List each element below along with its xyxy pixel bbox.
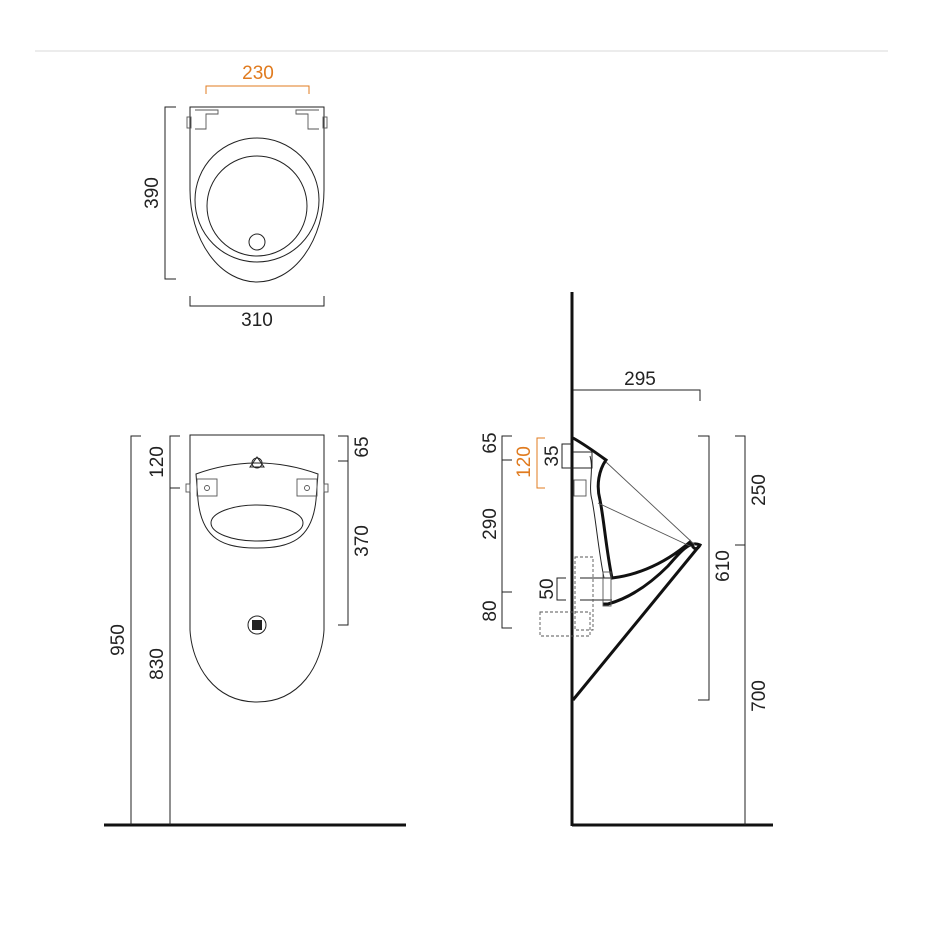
top-view-bracket-left <box>195 109 219 130</box>
dim-side-80: 80 <box>480 600 501 621</box>
dim-line-310 <box>189 296 325 307</box>
top-view-bowl-inner <box>206 155 308 257</box>
dim-700: 700 <box>749 680 770 712</box>
front-view-outlet <box>252 620 262 630</box>
dim-side-65: 65 <box>480 432 501 453</box>
dim-line-390 <box>164 106 176 280</box>
dim-line-230 <box>205 85 310 94</box>
side-view-wall-box <box>574 556 594 631</box>
front-view: 950 120 830 65 370 <box>104 434 406 827</box>
dim-line-side-35 <box>561 443 572 469</box>
dim-line-side-65 <box>501 435 512 461</box>
side-view-shell <box>572 436 703 606</box>
front-view-bracket-left <box>196 478 218 497</box>
dim-line-295 <box>573 389 701 401</box>
dim-370: 370 <box>352 525 373 557</box>
side-view-inlet <box>573 451 593 469</box>
front-view-spray-nozzle <box>249 456 265 468</box>
front-view-stud-left <box>185 483 191 493</box>
side-view-spray-line-2 <box>597 502 693 548</box>
dim-line-120 <box>169 435 180 489</box>
dim-250: 250 <box>749 474 770 506</box>
side-view-inner-wall <box>589 455 605 579</box>
dim-390: 390 <box>142 177 163 209</box>
front-view-bowl <box>210 504 304 542</box>
dim-line-side-120 <box>536 437 545 489</box>
dim-side-290: 290 <box>480 508 501 540</box>
dim-230: 230 <box>242 63 274 84</box>
dim-120: 120 <box>147 446 168 478</box>
dim-line-610 <box>698 435 710 701</box>
front-view-screw-left <box>204 485 210 491</box>
front-view-nozzle-ring <box>251 457 263 469</box>
top-view-bowl-outer <box>194 137 320 263</box>
dim-line-side-80 <box>501 592 512 629</box>
front-view-screw-right <box>304 485 310 491</box>
dim-side-35: 35 <box>542 445 563 466</box>
dim-310: 310 <box>241 310 273 331</box>
dim-side-120: 120 <box>514 446 535 478</box>
side-view-body-back <box>571 544 702 701</box>
side-view-spray-line-1 <box>605 461 696 546</box>
top-view-stud-right <box>322 116 328 129</box>
top-view-bracket-right <box>295 109 319 130</box>
side-view: 295 65 290 80 120 35 50 610 250 700 <box>480 292 773 827</box>
front-view-stud-right <box>323 483 329 493</box>
front-view-bracket-right <box>296 478 318 497</box>
top-view: 230 310 390 <box>142 63 328 331</box>
dim-line-250 <box>735 435 746 546</box>
side-view-drain-trap <box>539 611 591 637</box>
top-view-outline <box>189 106 325 283</box>
dim-line-side-290 <box>501 460 512 593</box>
side-view-outlet-flange <box>602 571 612 607</box>
dim-610: 610 <box>713 550 734 582</box>
dim-950: 950 <box>108 624 129 656</box>
dim-line-side-50 <box>556 577 566 601</box>
front-view-outline <box>189 434 325 703</box>
side-view-upper-bracket <box>573 479 587 497</box>
dim-295: 295 <box>624 369 656 390</box>
dim-line-950 <box>130 435 141 825</box>
front-view-outlet-ring <box>247 615 267 635</box>
dim-side-50: 50 <box>537 578 558 599</box>
top-view-drain <box>248 233 266 251</box>
front-view-rim <box>195 462 319 549</box>
side-view-outlet-pipe <box>580 577 612 601</box>
dim-830: 830 <box>147 648 168 680</box>
dim-65: 65 <box>352 436 373 457</box>
dim-line-370 <box>338 461 349 626</box>
top-view-stud-left <box>186 116 192 129</box>
dim-line-65 <box>338 435 349 462</box>
